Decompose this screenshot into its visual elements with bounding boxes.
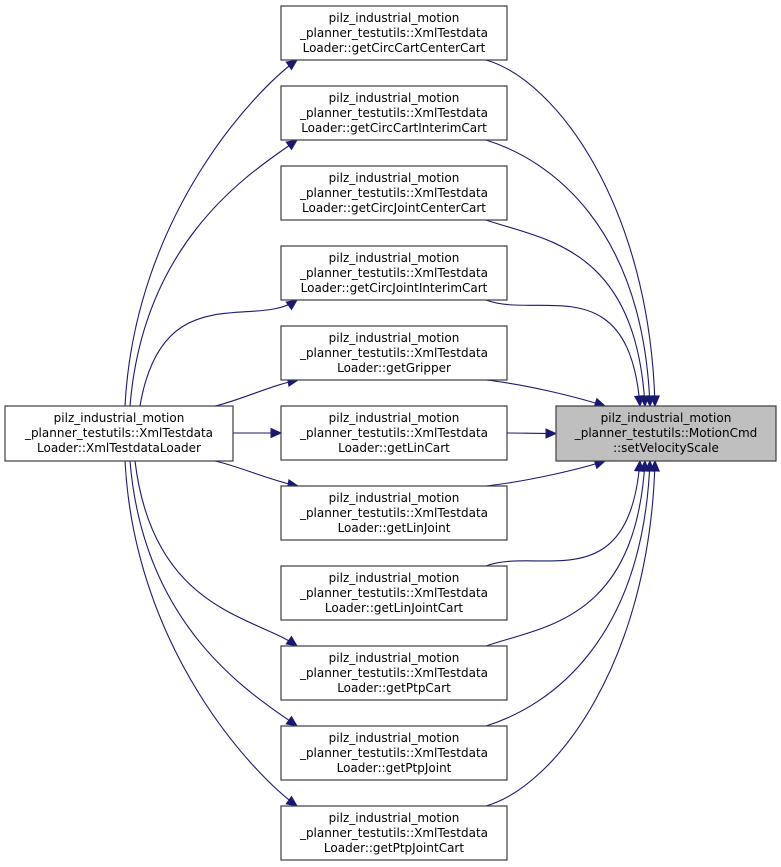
node-get-ptp-cart-label-line: _planner_testutils::XmlTestdata (299, 666, 488, 680)
node-get-ptp-joint[interactable]: pilz_industrial_motion_planner_testutils… (280, 725, 508, 781)
edge-source-to-getPtpJointCart-arrowhead (285, 795, 298, 807)
node-get-circ-joint-interim-cart-label-line: Loader::getCircJointInterimCart (301, 281, 488, 295)
edge-source-to-getPtpJoint (129, 460, 298, 727)
edge-getCircJointInterimCart-to-target (485, 299, 641, 407)
node-get-circ-cart-interim-cart[interactable]: pilz_industrial_motion_planner_testutils… (280, 85, 508, 141)
node-get-circ-joint-center-cart-box (280, 165, 508, 221)
node-get-lin-joint[interactable]: pilz_industrial_motion_planner_testutils… (280, 485, 508, 541)
source-node-xml-testdata-loader-label-line: pilz_industrial_motion (54, 411, 185, 425)
node-get-ptp-joint-label-line: Loader::getPtpJoint (337, 761, 452, 775)
node-get-ptp-joint-label-line: _planner_testutils::XmlTestdata (299, 746, 488, 760)
edge-source-to-getPtpJoint-arrowhead (285, 715, 298, 727)
node-get-lin-joint-label-line: pilz_industrial_motion (329, 491, 460, 505)
node-get-lin-joint-label-line: Loader::getLinJoint (338, 521, 451, 535)
node-get-circ-cart-interim-cart-label-line: pilz_industrial_motion (329, 91, 460, 105)
node-get-circ-joint-interim-cart-box (280, 245, 508, 301)
node-get-circ-joint-center-cart-label-line: Loader::getCircJointCenterCart (302, 201, 486, 215)
edge-source-to-getPtpCart-arrowhead (285, 635, 298, 647)
edge-source-to-getCircCartInterimCart-arrowhead (285, 139, 298, 151)
node-get-circ-cart-center-cart-label-line: _planner_testutils::XmlTestdata (299, 26, 488, 40)
node-get-lin-joint-box (280, 485, 508, 541)
edge-getCircCartCenterCart-to-target (485, 59, 656, 407)
edge-getPtpJointCart-to-target-arrowhead (649, 459, 661, 472)
edge-getLinCart-to-target-arrowhead (545, 428, 558, 439)
node-get-circ-cart-center-cart-label-line: Loader::getCircCartCenterCart (303, 41, 486, 55)
edge-getPtpJointCart-to-target (485, 460, 656, 807)
node-get-gripper-label-line: Loader::getGripper (337, 361, 451, 375)
edge-source-to-getCircJointInterimCart (139, 299, 298, 407)
node-get-circ-cart-interim-cart-label-line: Loader::getCircCartInterimCart (301, 121, 487, 135)
node-get-ptp-joint-box (280, 725, 508, 781)
edge-getCircJointCenterCart-to-target (485, 219, 646, 407)
source-node-xml-testdata-loader[interactable]: pilz_industrial_motion_planner_testutils… (4, 405, 234, 462)
node-get-lin-cart[interactable]: pilz_industrial_motion_planner_testutils… (280, 405, 508, 461)
source-node-xml-testdata-loader-box (4, 405, 234, 462)
node-get-ptp-joint-cart[interactable]: pilz_industrial_motion_planner_testutils… (280, 805, 508, 861)
node-get-gripper-label-line: _planner_testutils::XmlTestdata (299, 346, 488, 360)
node-get-ptp-cart-box (280, 645, 508, 701)
edge-getLinJoint-to-target (485, 460, 606, 487)
node-get-lin-cart-label-line: _planner_testutils::XmlTestdata (299, 426, 488, 440)
edge-source-to-getCircJointInterimCart-arrowhead (285, 299, 298, 311)
node-get-ptp-joint-label-line: pilz_industrial_motion (329, 731, 460, 745)
edge-getPtpCart-to-target (485, 460, 646, 647)
edge-getGripper-to-target (485, 379, 606, 407)
node-get-circ-cart-interim-cart-box (280, 85, 508, 141)
node-get-lin-joint-cart-label-line: pilz_industrial_motion (329, 571, 460, 585)
node-get-circ-cart-center-cart[interactable]: pilz_industrial_motion_planner_testutils… (280, 5, 508, 61)
edge-source-to-getPtpJointCart (124, 460, 298, 807)
node-get-ptp-cart-label-line: Loader::getPtpCart (337, 681, 451, 695)
node-get-circ-joint-center-cart-label-line: pilz_industrial_motion (329, 171, 460, 185)
node-get-ptp-joint-cart-label-line: Loader::getPtpJointCart (324, 841, 464, 855)
node-get-ptp-joint-cart-box (280, 805, 508, 861)
target-node-set-velocity-scale-label-line: ::setVelocityScale (613, 441, 719, 455)
node-get-gripper-box (280, 325, 508, 381)
node-get-ptp-cart-label-line: pilz_industrial_motion (329, 651, 460, 665)
node-get-circ-joint-interim-cart[interactable]: pilz_industrial_motion_planner_testutils… (280, 245, 508, 301)
node-get-circ-joint-center-cart-label-line: _planner_testutils::XmlTestdata (299, 186, 488, 200)
node-get-circ-joint-interim-cart-label-line: pilz_industrial_motion (329, 251, 460, 265)
node-get-lin-joint-cart[interactable]: pilz_industrial_motion_planner_testutils… (280, 565, 508, 621)
edge-getCircJointInterimCart-to-target-arrowhead (633, 395, 645, 408)
nodes-layer: pilz_industrial_motion_planner_testutils… (4, 5, 777, 861)
source-node-xml-testdata-loader-label-line: Loader::XmlTestdataLoader (37, 441, 201, 455)
node-get-ptp-cart[interactable]: pilz_industrial_motion_planner_testutils… (280, 645, 508, 701)
node-get-circ-joint-center-cart[interactable]: pilz_industrial_motion_planner_testutils… (280, 165, 508, 221)
node-get-ptp-joint-cart-label-line: pilz_industrial_motion (329, 811, 460, 825)
node-get-lin-joint-cart-label-line: _planner_testutils::XmlTestdata (299, 586, 488, 600)
target-node-set-velocity-scale-label-line: _planner_testutils::MotionCmd (574, 426, 758, 440)
node-get-lin-joint-cart-box (280, 565, 508, 621)
edge-source-to-getLinCart-arrowhead (270, 427, 283, 439)
edge-source-to-getGripper (214, 379, 299, 407)
node-get-circ-cart-center-cart-label-line: pilz_industrial_motion (329, 11, 460, 25)
edge-source-to-getCircCartInterimCart (129, 139, 298, 407)
node-get-lin-joint-label-line: _planner_testutils::XmlTestdata (299, 506, 488, 520)
edge-source-to-getCircCartCenterCart (124, 59, 298, 407)
edge-getCircCartInterimCart-to-target (485, 139, 651, 407)
node-get-gripper-label-line: pilz_industrial_motion (329, 331, 460, 345)
edge-source-to-getLinJoint (214, 460, 299, 487)
edge-getPtpJoint-to-target (485, 460, 651, 727)
node-get-lin-joint-cart-label-line: Loader::getLinJointCart (325, 601, 464, 615)
target-node-set-velocity-scale-label-line: pilz_industrial_motion (601, 411, 732, 425)
source-node-xml-testdata-loader-label-line: _planner_testutils::XmlTestdata (24, 426, 213, 440)
edge-source-to-getPtpCart (134, 460, 298, 647)
node-get-circ-cart-center-cart-box (280, 5, 508, 61)
edge-getLinJointCart-to-target (485, 460, 641, 567)
target-node-set-velocity-scale[interactable]: pilz_industrial_motion_planner_testutils… (555, 405, 777, 462)
node-get-circ-joint-interim-cart-label-line: _planner_testutils::XmlTestdata (299, 266, 488, 280)
node-get-lin-cart-label-line: pilz_industrial_motion (329, 411, 460, 425)
edge-source-to-getCircCartCenterCart-arrowhead (285, 59, 298, 71)
target-node-set-velocity-scale-box (555, 405, 777, 462)
node-get-lin-cart-label-line: Loader::getLinCart (338, 441, 450, 455)
node-get-lin-cart-box (280, 405, 508, 461)
node-get-ptp-joint-cart-label-line: _planner_testutils::XmlTestdata (299, 826, 488, 840)
node-get-gripper[interactable]: pilz_industrial_motion_planner_testutils… (280, 325, 508, 381)
node-get-circ-cart-interim-cart-label-line: _planner_testutils::XmlTestdata (299, 106, 488, 120)
